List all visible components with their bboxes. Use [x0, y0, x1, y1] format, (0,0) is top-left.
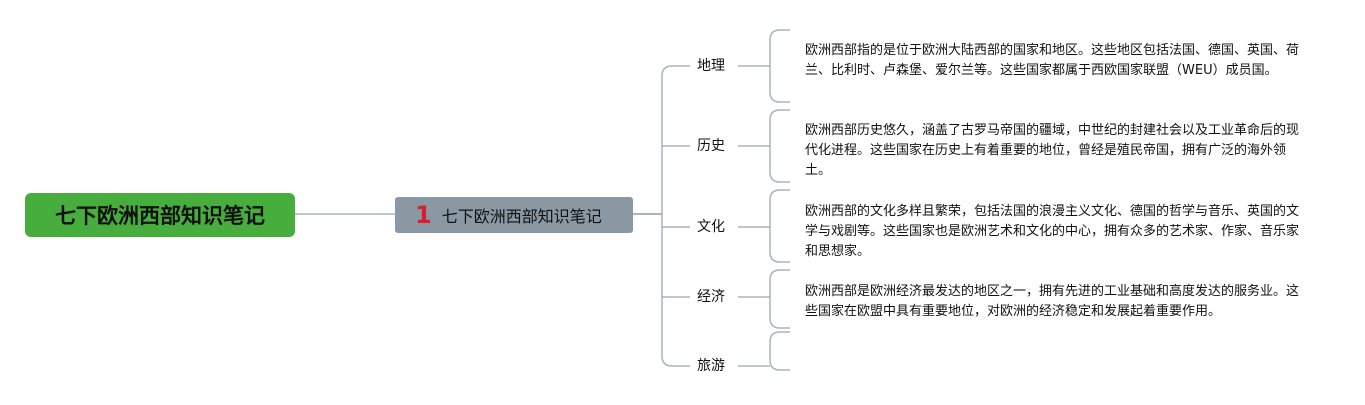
topic-geography[interactable]: 地理	[697, 58, 725, 74]
bracket-2	[769, 109, 790, 183]
bracket-4	[769, 269, 790, 329]
bracket-1	[769, 29, 790, 103]
subtopic-node[interactable]: 1 七下欧洲西部知识笔记	[395, 197, 633, 233]
topic-culture[interactable]: 文化	[697, 219, 725, 235]
note-geography[interactable]: 欧洲西部指的是位于欧洲大陆西部的国家和地区。这些地区包括法国、德国、英国、荷兰、…	[805, 43, 1300, 78]
subtopic-label: 七下欧洲西部知识笔记	[441, 207, 602, 226]
topic-trunk	[661, 65, 673, 367]
number-badge: 1	[415, 201, 432, 229]
topic-economy[interactable]: 经济	[697, 289, 725, 305]
root-node[interactable]: 七下欧洲西部知识笔记	[25, 193, 295, 237]
bracket-3	[769, 189, 790, 263]
note-history[interactable]: 欧洲西部历史悠久，涵盖了古罗马帝国的疆域，中世纪的封建社会以及工业革命后的现代化…	[805, 123, 1300, 178]
note-economy[interactable]: 欧洲西部是欧洲经济最发达的地区之一，拥有先进的工业基础和高度发达的服务业。这些国…	[805, 284, 1300, 319]
topic-history[interactable]: 历史	[697, 138, 725, 154]
topic-tourism[interactable]: 旅游	[697, 358, 725, 374]
bracket-5	[769, 331, 790, 371]
note-culture[interactable]: 欧洲西部的文化多样且繁荣，包括法国的浪漫主义文化、德国的哲学与音乐、英国的文学与…	[805, 204, 1300, 259]
root-label: 七下欧洲西部知识笔记	[55, 204, 265, 228]
